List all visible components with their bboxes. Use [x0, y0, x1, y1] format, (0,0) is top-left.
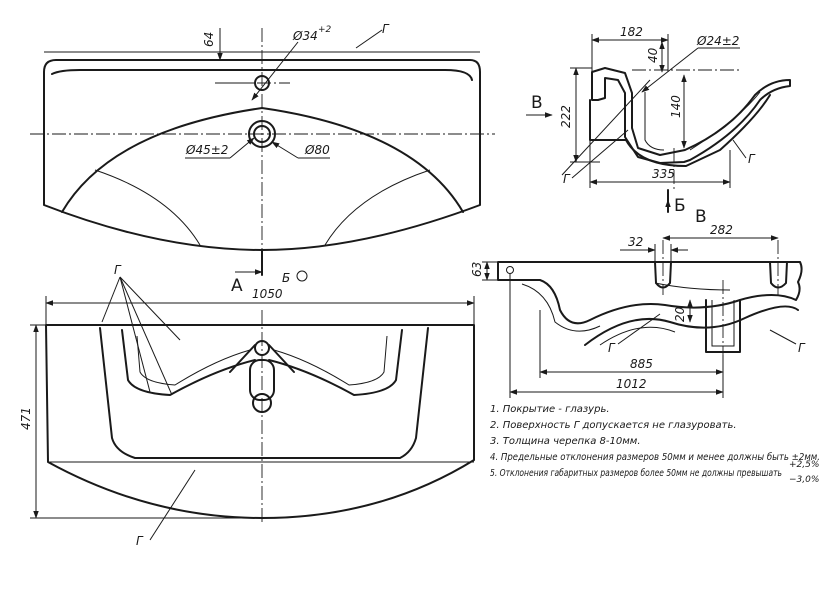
view-arrow-v: В — [531, 93, 543, 113]
section-v-bottom — [584, 305, 799, 346]
dim-282: 282 — [710, 223, 733, 237]
top-view-bowl — [61, 107, 464, 213]
dim-140: 140 — [669, 95, 683, 118]
tolerance-minus: −3,0% — [789, 475, 819, 485]
section-v-bowl-right — [769, 261, 788, 289]
dim-hole: Ø24±2 — [696, 34, 739, 48]
surface-mark-front-1: Г — [114, 263, 122, 277]
top-view-bowl-inner-right — [324, 169, 431, 246]
dim-32: 32 — [628, 235, 643, 249]
dim-tap-hole: Ø34 — [292, 29, 318, 43]
side-section-outer — [589, 94, 771, 167]
section-v: В 32 282 63 20 885 1012 Г — [470, 207, 806, 398]
note-1: 1. Покрытие - глазурь. — [490, 404, 610, 415]
note-3: 3. Толщина черепка 8-10мм. — [490, 436, 641, 447]
note-4: 4. Предельные отклонения размеров 50мм и… — [490, 451, 820, 463]
dim-335: 335 — [652, 167, 675, 181]
dim-63: 63 — [470, 262, 484, 277]
top-view-bowl-inner-left — [94, 169, 201, 246]
dim-1012: 1012 — [616, 377, 647, 391]
surface-mark-v-1: Г — [608, 341, 616, 355]
dim-height: 471 — [19, 407, 33, 430]
front-view-cavity-left — [121, 329, 256, 396]
section-v-title: В — [695, 207, 707, 227]
front-view: 1050 471 Г Г — [19, 263, 475, 548]
top-view: 64 Ø34 +2 Ø45±2 Ø80 Г А Б — [30, 22, 495, 296]
top-view-rim — [51, 69, 473, 81]
surface-mark-front-2: Г — [136, 534, 144, 548]
dim-hole-offset: 64 — [202, 32, 216, 47]
dim-depth-top: 182 — [620, 25, 643, 39]
front-view-cavity-right — [268, 329, 403, 396]
tolerance-plus: +2,5% — [789, 460, 819, 470]
section-b-label: Б — [282, 271, 290, 285]
side-section-profile — [591, 67, 791, 164]
dim-222: 222 — [559, 105, 573, 128]
surface-mark-side-1: Г — [563, 172, 571, 186]
surface-mark-side-2: Г — [748, 152, 756, 166]
dim-width: 1050 — [252, 287, 283, 301]
dim-drain-outer: Ø80 — [304, 143, 330, 157]
note-5: 5. Отклонения габаритных размеров более … — [490, 467, 782, 479]
dim-drain-inner: Ø45±2 — [185, 143, 228, 157]
section-a-label: А — [231, 276, 243, 296]
note-2: 2. Поверхность Г допускается не глазуров… — [490, 420, 737, 431]
surface-mark-top: Г — [382, 22, 390, 36]
section-b-side: Б — [674, 196, 686, 216]
dim-tap-tol: +2 — [318, 25, 332, 35]
dim-40: 40 — [646, 47, 660, 63]
dim-20: 20 — [673, 306, 687, 322]
dim-885: 885 — [630, 357, 653, 371]
front-view-basin — [99, 327, 429, 459]
side-section: 182 40 Ø24±2 222 140 335 В Г Г Б — [526, 25, 791, 216]
surface-mark-v-2: Г — [798, 341, 806, 355]
notes-block: 1. Покрытие - глазурь. 2. Поверхность Г … — [490, 404, 820, 485]
